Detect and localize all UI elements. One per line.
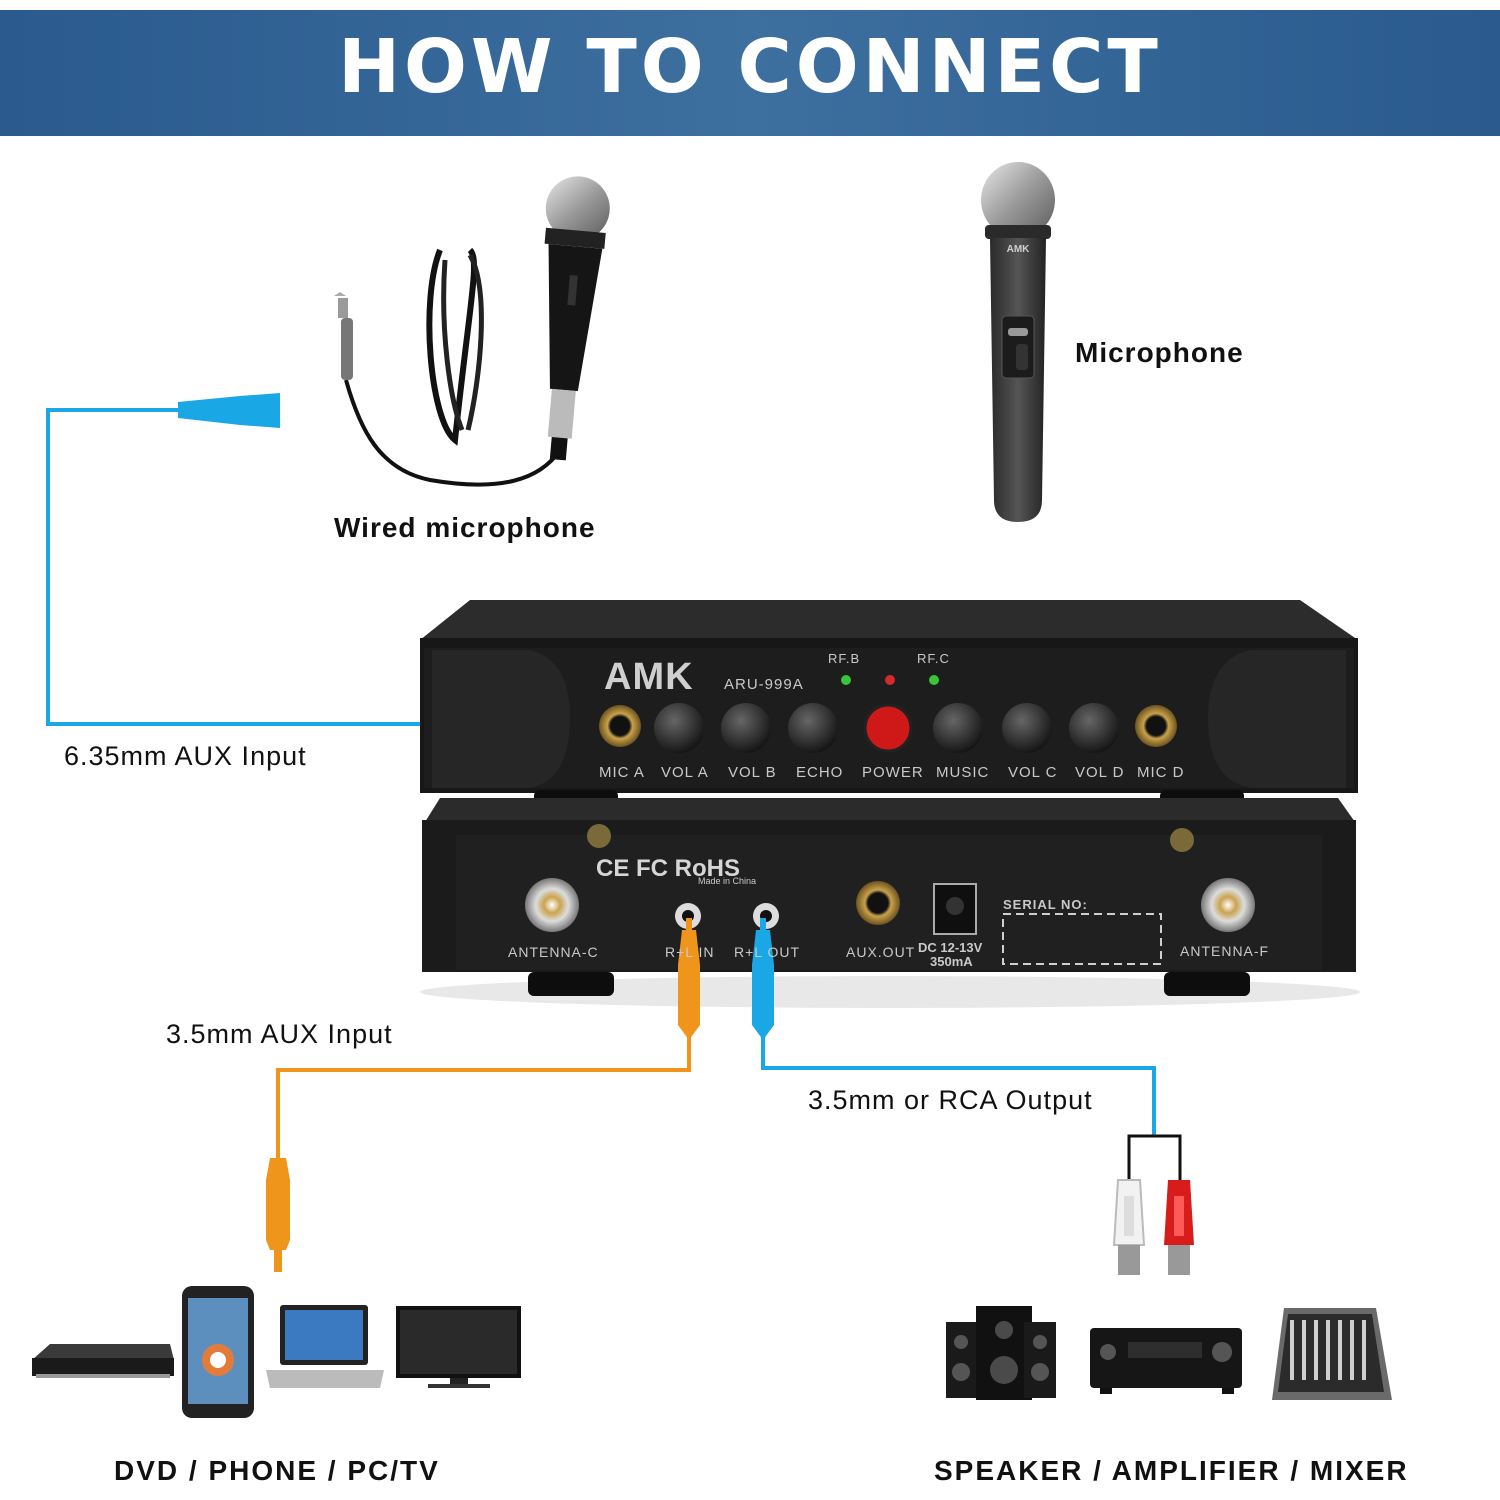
dvd-player-icon [32, 1344, 174, 1378]
ctrl-label-mic-d: MIC D [1137, 764, 1185, 781]
vol-c-knob [1002, 703, 1052, 753]
rl-in-label: R+L IN [665, 944, 715, 960]
antenna-f-connector [1201, 878, 1255, 932]
power-button [863, 703, 913, 753]
antenna-c-label: ANTENNA-C [508, 944, 599, 960]
speaker-icon [946, 1306, 1056, 1400]
mic-a-jack [599, 705, 641, 747]
antenna-c-connector [525, 878, 579, 932]
output-devices [946, 1306, 1392, 1400]
mic-d-jack [1135, 705, 1177, 747]
front-brand: AMK [604, 656, 694, 698]
music-knob [933, 703, 983, 753]
vol-b-knob [721, 703, 771, 753]
ctrl-label-vol-d: VOL D [1075, 764, 1125, 781]
wireless-mic-brand: AMK [1007, 244, 1031, 255]
aux-out-label: AUX.OUT [846, 944, 916, 960]
ctrl-label-vol-b: VOL B [728, 764, 777, 781]
output-devices-label: SPEAKER / AMPLIFIER / MIXER [934, 1455, 1409, 1486]
antenna-f-label: ANTENNA-F [1180, 943, 1270, 959]
dc-rating-line1: DC 12-13V [918, 940, 983, 955]
banner-title: HOW TO CONNECT [338, 24, 1162, 110]
wired-microphone-label: Wired microphone [334, 512, 596, 543]
source-devices-label: DVD / PHONE / PC/TV [114, 1455, 440, 1486]
made-in-label: Made in China [698, 876, 757, 886]
vol-a-knob [654, 703, 704, 753]
title-banner [0, 10, 1500, 136]
cable-35-aux-input [266, 918, 700, 1272]
serial-box [1002, 913, 1162, 965]
front-model: ARU-999A [724, 676, 804, 693]
vol-d-knob [1069, 703, 1119, 753]
aux-out-jack [856, 881, 900, 925]
laptop-icon [266, 1305, 384, 1388]
rf-b-label: RF.B [828, 651, 861, 666]
ctrl-label-music: MUSIC [936, 764, 990, 781]
smartphone-icon [182, 1286, 254, 1418]
source-devices [32, 1286, 521, 1418]
rf-c-label: RF.C [917, 651, 950, 666]
ctrl-label-mic-a: MIC A [599, 764, 645, 781]
tv-icon [396, 1306, 521, 1388]
ctrl-label-vol-a: VOL A [661, 764, 709, 781]
wireless-microphone-label: Microphone [1075, 337, 1244, 368]
wireless-microphone-image: AMK [981, 162, 1055, 522]
aux-35-input-label: 3.5mm AUX Input [166, 1019, 393, 1049]
receiver-rear-unit [420, 798, 1360, 1008]
receiver-front-unit [420, 600, 1358, 808]
ctrl-label-vol-c: VOL C [1008, 764, 1058, 781]
dc-rating-line2: 350mA [930, 954, 973, 969]
cable-rca-output [752, 918, 1194, 1275]
ctrl-label-power: POWER [862, 764, 924, 781]
serial-label: SERIAL NO: [1003, 897, 1088, 912]
aux-635-input-label: 6.35mm AUX Input [64, 741, 307, 771]
rl-out-label: R+L OUT [734, 944, 800, 960]
rca-output-label: 3.5mm or RCA Output [808, 1085, 1093, 1115]
echo-knob [788, 703, 838, 753]
ctrl-label-echo: ECHO [796, 764, 844, 781]
mixer-icon [1272, 1308, 1392, 1400]
wired-microphone-image [334, 176, 610, 487]
amplifier-icon [1090, 1328, 1242, 1394]
certification-marks: CE FC RoHS [596, 855, 740, 882]
